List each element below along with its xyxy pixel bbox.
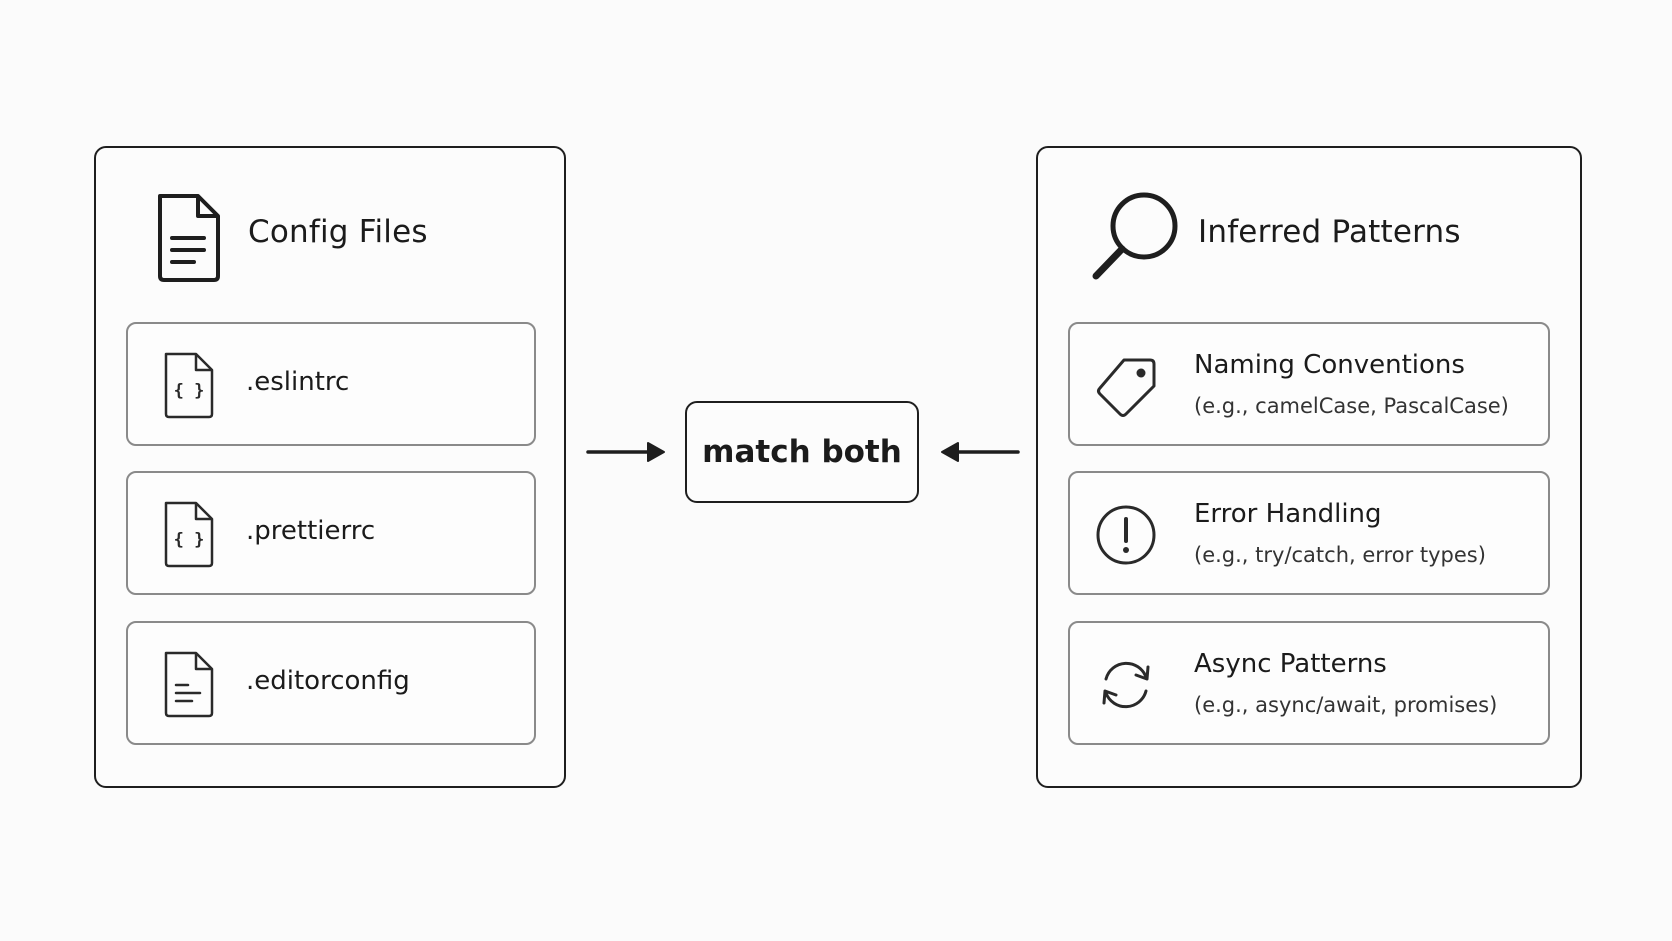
config-item-label: .eslintrc bbox=[246, 367, 350, 397]
config-item-eslintrc[interactable]: { } .eslintrc bbox=[126, 322, 536, 446]
pattern-item-subtitle: (e.g., try/catch, error types) bbox=[1194, 543, 1486, 567]
inferred-patterns-title: Inferred Patterns bbox=[1198, 214, 1461, 250]
alert-circle-icon bbox=[1094, 503, 1158, 571]
json-file-icon: { } bbox=[162, 351, 216, 423]
config-item-prettierrc[interactable]: { } .prettierrc bbox=[126, 471, 536, 595]
pattern-item-title: Async Patterns bbox=[1194, 649, 1387, 679]
pattern-item-async[interactable]: Async Patterns (e.g., async/await, promi… bbox=[1068, 621, 1550, 745]
tag-icon bbox=[1094, 354, 1158, 422]
config-files-panel: Config Files { } .eslintrc { } .prettier… bbox=[94, 146, 566, 788]
match-both-node: match both bbox=[685, 401, 919, 503]
pattern-item-title: Error Handling bbox=[1194, 499, 1382, 529]
json-file-icon: { } bbox=[162, 500, 216, 572]
text-file-icon bbox=[162, 650, 216, 722]
config-files-title: Config Files bbox=[248, 214, 428, 250]
pattern-item-subtitle: (e.g., camelCase, PascalCase) bbox=[1194, 394, 1509, 418]
arrow-left-icon bbox=[938, 440, 1020, 468]
document-icon bbox=[154, 192, 224, 286]
magnifier-icon bbox=[1088, 190, 1188, 290]
svg-text:{ }: { } bbox=[174, 530, 205, 550]
pattern-item-naming[interactable]: Naming Conventions (e.g., camelCase, Pas… bbox=[1068, 322, 1550, 446]
inferred-patterns-header: Inferred Patterns bbox=[1038, 148, 1580, 318]
inferred-patterns-panel: Inferred Patterns Naming Conventions (e.… bbox=[1036, 146, 1582, 788]
pattern-item-title: Naming Conventions bbox=[1194, 350, 1465, 380]
config-item-label: .editorconfig bbox=[246, 666, 410, 696]
arrow-right-icon bbox=[586, 440, 668, 468]
pattern-item-subtitle: (e.g., async/await, promises) bbox=[1194, 693, 1498, 717]
config-files-header: Config Files bbox=[96, 148, 564, 318]
svg-text:{ }: { } bbox=[174, 381, 205, 401]
pattern-item-error-handling[interactable]: Error Handling (e.g., try/catch, error t… bbox=[1068, 471, 1550, 595]
config-item-label: .prettierrc bbox=[246, 516, 376, 546]
match-both-label: match both bbox=[702, 434, 902, 470]
refresh-icon bbox=[1094, 653, 1158, 721]
config-item-editorconfig[interactable]: .editorconfig bbox=[126, 621, 536, 745]
